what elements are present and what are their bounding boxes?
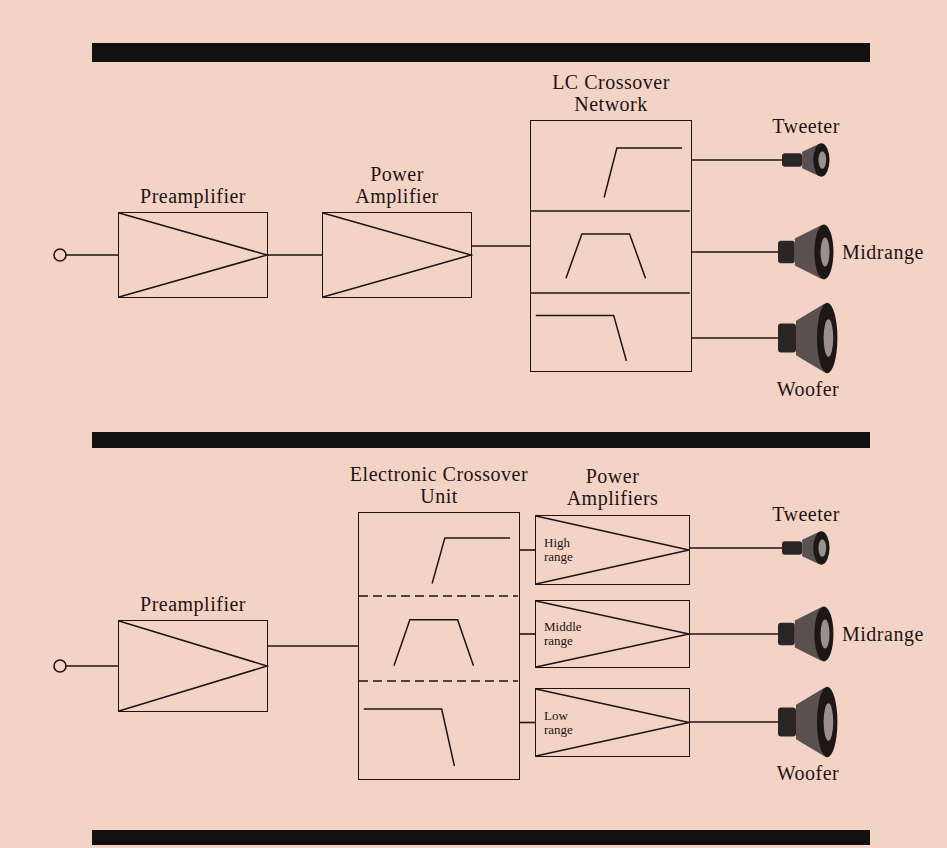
unit-label: LC Crossover Network — [536, 71, 686, 115]
amplifier-box: Power Amplifier — [322, 212, 472, 298]
speaker-magnet — [778, 241, 795, 263]
speaker-label: Midrange — [842, 241, 924, 263]
crossover-box: LC Crossover Network — [530, 120, 692, 372]
signal-wire — [268, 645, 358, 647]
signal-wire — [690, 633, 778, 635]
signal-wire — [692, 251, 778, 253]
speaker-rim — [813, 143, 829, 176]
shape-drawing — [119, 213, 267, 297]
shape-drawing — [778, 302, 838, 374]
signal-wire — [690, 721, 778, 723]
speaker-magnet — [778, 324, 796, 353]
amplifier-triangle — [536, 689, 689, 756]
unit-label: Preamplifier — [93, 185, 293, 207]
speaker-label: Woofer — [777, 762, 839, 784]
filter-curve — [364, 709, 455, 766]
speaker-icon: Woofer — [778, 686, 838, 758]
signal-wire — [472, 245, 530, 247]
speaker-dome — [824, 703, 834, 740]
shape-drawing — [778, 606, 834, 662]
amplifier-range: High range — [544, 536, 590, 565]
shape-drawing — [323, 213, 471, 297]
speaker-rim — [817, 687, 837, 758]
speaker-dome — [818, 539, 826, 557]
speaker-magnet — [778, 623, 795, 645]
shape-drawing — [778, 686, 838, 758]
speaker-icon: Tweeter — [782, 531, 830, 565]
section-divider — [531, 210, 690, 212]
speaker-icon: Tweeter — [782, 143, 830, 177]
amplifier-box: Preamplifier — [118, 212, 268, 298]
amplifier-triangle — [536, 601, 689, 667]
input-terminal — [54, 660, 66, 672]
speaker-magnet — [782, 153, 802, 167]
amplifier-triangle — [536, 516, 689, 584]
amplifier-box: High range — [535, 515, 690, 585]
speaker-label: Tweeter — [772, 115, 840, 137]
filter-curve — [566, 234, 646, 278]
filter-curve — [432, 538, 510, 584]
amplifier-box: Low range — [535, 688, 690, 757]
signal-wire — [520, 633, 535, 635]
shape-drawing — [782, 143, 830, 177]
shape-drawing — [359, 513, 519, 779]
signal-wire — [268, 254, 322, 256]
unit-label: Power Amplifier — [337, 163, 457, 207]
crossover-box: Electronic Crossover Unit — [358, 512, 520, 780]
speaker-dome — [821, 619, 830, 648]
speaker-label: Midrange — [842, 623, 924, 645]
shape-drawing — [782, 531, 830, 565]
speaker-magnet — [782, 541, 802, 555]
speaker-magnet — [778, 708, 796, 737]
speaker-icon: Midrange — [778, 606, 834, 662]
signal-wire — [690, 547, 782, 549]
input-wire — [66, 665, 118, 667]
signal-wire — [692, 159, 782, 161]
speaker-label: Woofer — [777, 378, 839, 400]
divider-bar — [92, 432, 870, 448]
unit-label: Electronic Crossover Unit — [344, 463, 534, 507]
speaker-dome — [824, 319, 834, 356]
amplifier-triangle — [323, 213, 471, 297]
unit-label: Power Amplifiers — [548, 465, 678, 509]
speaker-dome — [821, 237, 830, 266]
amplifier-range: Middle range — [544, 620, 590, 649]
speaker-label: Tweeter — [772, 503, 840, 525]
shape-drawing — [531, 121, 691, 371]
unit-label: Preamplifier — [93, 593, 293, 615]
section-divider — [359, 595, 518, 597]
filter-curve — [536, 315, 627, 361]
filter-curve — [604, 148, 682, 198]
speaker-rim — [814, 225, 833, 280]
signal-wire — [520, 549, 535, 551]
input-wire — [66, 254, 118, 256]
divider-bar — [92, 43, 870, 62]
speaker-icon: Midrange — [778, 224, 834, 280]
amplifier-triangle — [119, 621, 267, 711]
signal-wire — [520, 722, 535, 724]
section-divider — [531, 292, 690, 294]
amplifier-range: Low range — [544, 708, 590, 737]
amplifier-group: Power AmplifiersHigh rangeMiddle rangeLo… — [535, 515, 690, 757]
shape-drawing — [119, 621, 267, 711]
amplifier-box: Middle range — [535, 600, 690, 668]
filter-curve — [394, 620, 474, 666]
amplifier-triangle — [119, 213, 267, 297]
speaker-dome — [818, 151, 826, 169]
input-terminal — [54, 249, 66, 261]
signal-wire — [692, 337, 778, 339]
speaker-rim — [817, 303, 837, 374]
shape-drawing — [778, 224, 834, 280]
section-divider — [359, 680, 518, 682]
divider-bar — [92, 830, 870, 845]
speaker-rim — [814, 607, 833, 662]
speaker-icon: Woofer — [778, 302, 838, 374]
speaker-rim — [813, 531, 829, 564]
amplifier-box: Preamplifier — [118, 620, 268, 712]
